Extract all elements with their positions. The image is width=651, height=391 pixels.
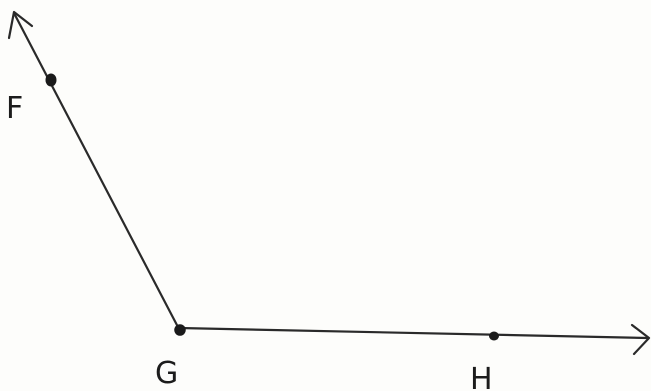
- ray-gh: [177, 326, 650, 340]
- point-h-dot: [489, 331, 499, 341]
- point-g-label: G: [155, 356, 178, 391]
- ray-gf-arrowhead-icon: [7, 10, 34, 40]
- point-f-dot: [45, 73, 57, 87]
- point-h-label: H: [470, 362, 493, 391]
- point-g-dot: [174, 324, 186, 336]
- point-f-label: F: [6, 91, 23, 126]
- ray-gh-arrowhead-icon: [630, 323, 651, 356]
- ray-gf: [13, 13, 181, 331]
